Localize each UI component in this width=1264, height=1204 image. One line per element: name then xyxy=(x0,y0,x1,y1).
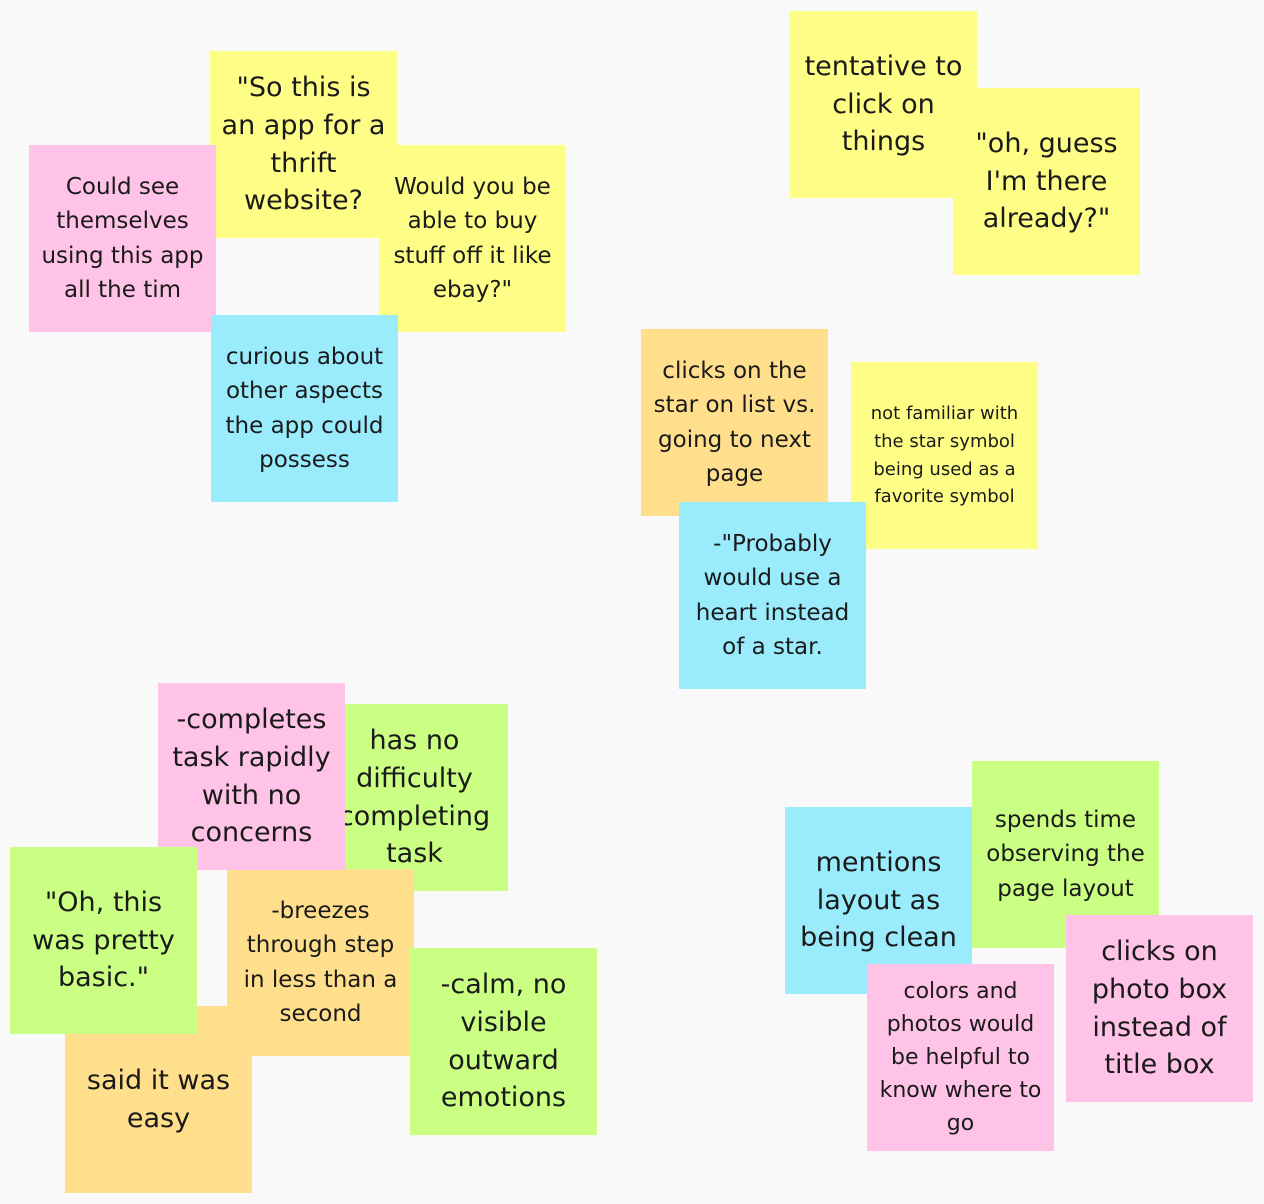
sticky-note-tentative-click[interactable]: tentative to click on things xyxy=(790,11,977,198)
sticky-note-clicks-star[interactable]: clicks on the star on list vs. going to … xyxy=(641,329,828,516)
sticky-note-text: colors and photos would be helpful to kn… xyxy=(879,979,1042,1136)
sticky-note-text: "Oh, this was pretty basic." xyxy=(32,886,175,994)
sticky-note-curious-aspects[interactable]: curious about other aspects the app coul… xyxy=(211,315,398,502)
sticky-note-no-difficulty[interactable]: has no difficulty completing task xyxy=(321,704,508,891)
sticky-note-text: not familiar with the star symbol being … xyxy=(870,402,1019,508)
sticky-note-said-easy[interactable]: said it was easy xyxy=(65,1006,252,1193)
sticky-note-text: clicks on photo box instead of title box xyxy=(1091,935,1228,1081)
sticky-note-breezes-through[interactable]: -breezes through step in less than a sec… xyxy=(227,869,414,1056)
sticky-note-text: mentions layout as being clean xyxy=(800,846,957,954)
sticky-note-there-already[interactable]: "oh, guess I'm there already?" xyxy=(953,88,1140,275)
sticky-note-completes-rapidly[interactable]: -completes task rapidly with no concerns xyxy=(158,683,345,870)
sticky-note-text: Would you be able to buy stuff off it li… xyxy=(393,174,552,303)
sticky-note-text: clicks on the star on list vs. going to … xyxy=(653,358,816,487)
sticky-note-calm-no-emotions[interactable]: -calm, no visible outward emotions xyxy=(410,948,597,1135)
sticky-note-text: curious about other aspects the app coul… xyxy=(225,344,384,473)
sticky-note-thrift-website[interactable]: "So this is an app for a thrift website? xyxy=(210,51,397,238)
sticky-note-text: -completes task rapidly with no concerns xyxy=(172,703,331,849)
sticky-note-text: Could see themselves using this app all … xyxy=(41,174,204,303)
sticky-note-heart-instead[interactable]: -"Probably would use a heart instead of … xyxy=(679,502,866,689)
sticky-note-photo-box[interactable]: clicks on photo box instead of title box xyxy=(1066,915,1253,1102)
sticky-note-buy-stuff[interactable]: Would you be able to buy stuff off it li… xyxy=(379,145,566,332)
sticky-note-see-themselves[interactable]: Could see themselves using this app all … xyxy=(29,145,216,332)
sticky-note-text: said it was easy xyxy=(86,1064,231,1134)
sticky-note-text: "oh, guess I'm there already?" xyxy=(975,127,1118,235)
sticky-note-text: has no difficulty completing task xyxy=(338,724,491,870)
sticky-note-observing-layout[interactable]: spends time observing the page layout xyxy=(972,761,1159,948)
sticky-note-colors-photos[interactable]: colors and photos would be helpful to kn… xyxy=(867,964,1054,1151)
sticky-note-layout-clean[interactable]: mentions layout as being clean xyxy=(785,807,972,994)
sticky-note-text: tentative to click on things xyxy=(804,50,963,158)
sticky-note-text: -"Probably would use a heart instead of … xyxy=(695,531,850,660)
sticky-note-text: -calm, no visible outward emotions xyxy=(440,968,567,1114)
sticky-note-text: -breezes through step in less than a sec… xyxy=(243,898,398,1027)
sticky-note-not-familiar-star[interactable]: not familiar with the star symbol being … xyxy=(851,362,1038,549)
sticky-note-text: "So this is an app for a thrift website? xyxy=(221,71,386,217)
sticky-note-text: spends time observing the page layout xyxy=(986,807,1145,902)
sticky-note-pretty-basic[interactable]: "Oh, this was pretty basic." xyxy=(10,847,197,1034)
